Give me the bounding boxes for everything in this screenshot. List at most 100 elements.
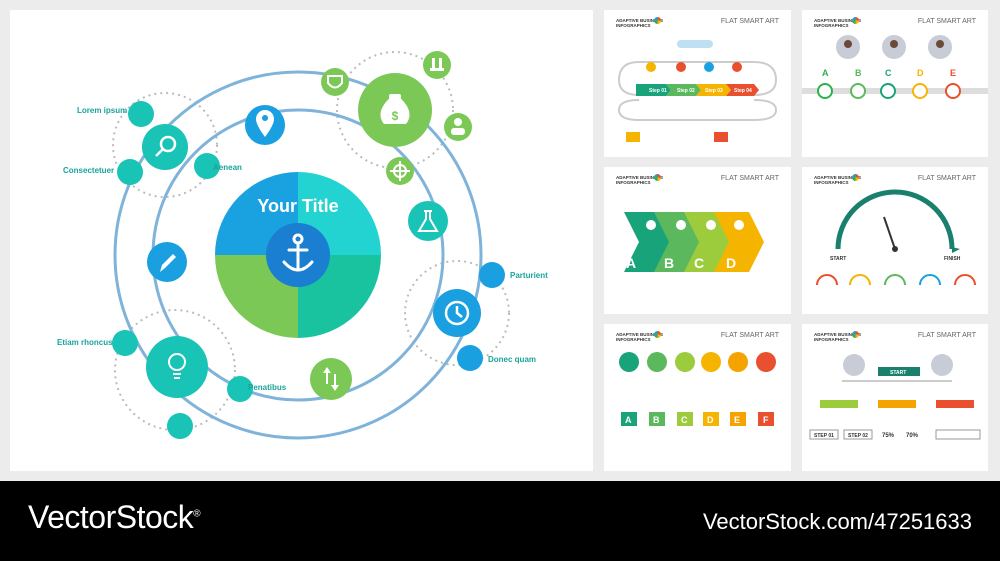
node-user bbox=[444, 113, 472, 141]
shield-icon bbox=[327, 75, 343, 89]
thumbnail-heading: FLAT SMART ART bbox=[720, 18, 779, 25]
brand-logo-icon bbox=[852, 331, 859, 338]
user-icon bbox=[451, 118, 465, 135]
label-donec-quam: Donec quam bbox=[488, 355, 537, 364]
brand-logo-icon bbox=[852, 17, 859, 24]
people-diagram: A B C D E bbox=[802, 35, 988, 99]
org-pct2: 70% bbox=[906, 433, 919, 439]
chevron-letter-d: D bbox=[726, 255, 736, 271]
chevron-diagram: A B C D bbox=[624, 212, 764, 272]
up-down-arrows-icon bbox=[323, 367, 339, 391]
node-shield bbox=[321, 68, 349, 96]
box-letter-e: E bbox=[734, 415, 740, 425]
letter-c: C bbox=[885, 68, 892, 78]
dotted-orbit bbox=[112, 92, 218, 198]
thumbnail-heading: FLAT SMART ART bbox=[720, 175, 779, 182]
org-step1: STEP 01 bbox=[814, 433, 834, 439]
step-label-2: Step 02 bbox=[677, 88, 695, 94]
org-start: START bbox=[890, 370, 906, 376]
letter-e: E bbox=[950, 68, 956, 78]
main-title: Your Title bbox=[257, 196, 338, 216]
pencil-icon bbox=[160, 254, 176, 272]
flask-icon bbox=[417, 210, 439, 232]
node-lorem bbox=[128, 101, 154, 127]
search-icon bbox=[155, 135, 177, 157]
node-arrows bbox=[310, 358, 352, 400]
node-search bbox=[142, 124, 188, 170]
box-letter-f: F bbox=[763, 415, 769, 425]
thumbnail-heading: FLAT SMART ART bbox=[917, 18, 976, 25]
brand-logo-icon bbox=[654, 17, 661, 24]
box-letter-d: D bbox=[707, 415, 714, 425]
node-penatibus bbox=[227, 376, 253, 402]
outer-ring bbox=[113, 70, 483, 440]
chess-icon bbox=[430, 58, 444, 71]
label-aenean: Aenean bbox=[213, 163, 242, 172]
node-idea bbox=[146, 336, 208, 398]
gauge-finish: FINISH bbox=[944, 256, 961, 262]
money-bag-icon bbox=[380, 94, 410, 124]
dotted-orbit bbox=[404, 260, 510, 366]
chevron-letter-b: B bbox=[664, 255, 674, 271]
letter-b: B bbox=[855, 68, 862, 78]
image-id: VectorStock.com/47251633 bbox=[702, 509, 972, 534]
target-icon bbox=[390, 161, 410, 181]
node-chess bbox=[423, 51, 451, 79]
anchor-icon bbox=[282, 233, 314, 272]
letter-d: D bbox=[917, 68, 924, 78]
lightbulb-icon bbox=[168, 353, 186, 379]
org-chart-diagram: START STEP 01 STEP 02 75% 70% bbox=[809, 354, 981, 440]
label-etiam-rhoncus: Etiam rhoncus bbox=[57, 338, 113, 347]
step-label-4: Step 04 bbox=[734, 88, 752, 94]
vectorstock-logo: VectorStock® bbox=[28, 499, 201, 535]
dotted-orbit bbox=[114, 309, 236, 431]
gauge-start: START bbox=[830, 256, 846, 262]
chevron-letter-a: A bbox=[626, 255, 636, 271]
team-diagram: A B C D E F bbox=[619, 352, 776, 426]
label-consectetuer: Consectetuer bbox=[63, 166, 115, 175]
node-bottom bbox=[167, 413, 193, 439]
brand-logo-icon bbox=[852, 174, 859, 181]
step-label-1: Step 01 bbox=[649, 88, 667, 94]
node-flask bbox=[408, 201, 448, 241]
box-letter-b: B bbox=[653, 415, 660, 425]
node-parturient bbox=[479, 262, 505, 288]
label-lorem-ipsum: Lorem ipsum bbox=[77, 106, 128, 115]
node-etiam bbox=[112, 330, 138, 356]
svg-text:$: $ bbox=[392, 109, 399, 123]
thumbnail-heading: FLAT SMART ART bbox=[720, 332, 779, 339]
location-pin-icon bbox=[256, 110, 274, 137]
steps-diagram: Step 01 Step 02 Step 03 Step 04 bbox=[617, 40, 778, 142]
clock-icon bbox=[444, 300, 470, 326]
letter-a: A bbox=[822, 68, 829, 78]
step-label-3: Step 03 bbox=[705, 88, 723, 94]
org-pct1: 75% bbox=[882, 433, 895, 439]
label-parturient: Parturient bbox=[510, 271, 548, 280]
node-donec bbox=[457, 345, 483, 371]
footer-bar: VectorStock® VectorStock.com/47251633 bbox=[0, 481, 1000, 561]
box-letter-c: C bbox=[681, 415, 688, 425]
chevron-letter-c: C bbox=[694, 255, 704, 271]
label-penatibus: Penatibus bbox=[248, 383, 287, 392]
main-infographic-panel: $ Your Title Lorem ipsum bbox=[10, 10, 593, 471]
brand-logo-icon bbox=[654, 331, 661, 338]
box-letter-a: A bbox=[625, 415, 632, 425]
thumbnail-heading: FLAT SMART ART bbox=[917, 332, 976, 339]
brand-logo-icon bbox=[654, 174, 661, 181]
gauge-diagram: START FINISH bbox=[816, 189, 976, 286]
main-infographic: $ Your Title bbox=[112, 51, 510, 440]
org-step2: STEP 02 bbox=[848, 433, 868, 439]
node-consectetuer bbox=[117, 159, 143, 185]
